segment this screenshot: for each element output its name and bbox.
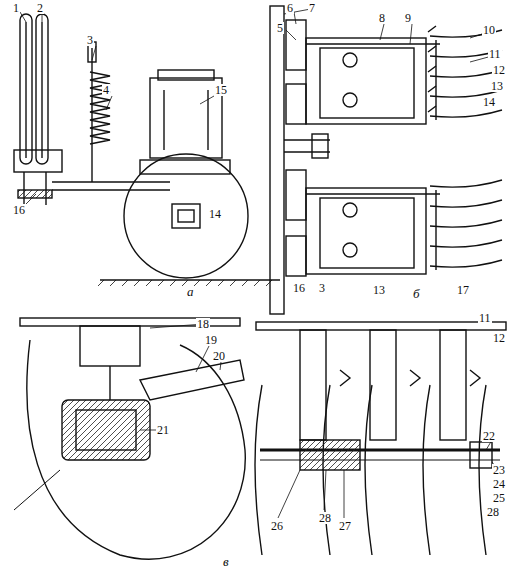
figure-letter: а <box>186 286 195 298</box>
callout-number: 21 <box>156 424 170 436</box>
callout-number: 28 <box>318 512 332 524</box>
callout-number: 15 <box>214 84 228 96</box>
callout-number: 16 <box>12 204 26 216</box>
callout-number: 3 <box>318 282 326 294</box>
discs <box>255 385 486 555</box>
callout-number: 26 <box>270 520 284 532</box>
callout-number: 3 <box>86 34 94 46</box>
callout-number: 1 <box>12 2 20 14</box>
callout-number: 4 <box>102 84 110 96</box>
disc <box>124 154 248 278</box>
beam <box>256 322 506 330</box>
callout-number: 27 <box>338 520 352 532</box>
callout-number: 19 <box>204 334 218 346</box>
callout-number: 11 <box>478 312 492 324</box>
figure-letter: б <box>412 288 421 300</box>
callout-number: 12 <box>492 64 506 76</box>
callout-number: 10 <box>482 24 496 36</box>
frame-beam <box>270 6 284 314</box>
callout-number: 18 <box>196 318 210 330</box>
callout-number: 5 <box>276 22 284 34</box>
callout-number: 13 <box>490 80 504 92</box>
callout-number: 2 <box>36 2 44 14</box>
callout-number: 24 <box>492 478 506 490</box>
callout-number: 13 <box>372 284 386 296</box>
callout-number: 11 <box>488 48 502 60</box>
callout-number: 17 <box>456 284 470 296</box>
callout-number: 22 <box>482 430 496 442</box>
callout-number: 6 <box>286 2 294 14</box>
callout-number: 23 <box>492 464 506 476</box>
callout-number: 14 <box>482 96 496 108</box>
figure-letter: в <box>222 556 230 568</box>
callout-number: 8 <box>378 12 386 24</box>
callout-number: 28 <box>486 506 500 518</box>
callout-number: 14 <box>208 208 222 220</box>
callout-number: 9 <box>404 12 412 24</box>
callout-number: 7 <box>308 2 316 14</box>
bracket-bar <box>20 14 32 164</box>
callout-number: 12 <box>492 332 506 344</box>
scraper <box>140 360 244 400</box>
callout-number: 25 <box>492 492 506 504</box>
callout-number: 16 <box>292 282 306 294</box>
disc-cup <box>27 340 245 559</box>
callout-number: 20 <box>212 350 226 362</box>
